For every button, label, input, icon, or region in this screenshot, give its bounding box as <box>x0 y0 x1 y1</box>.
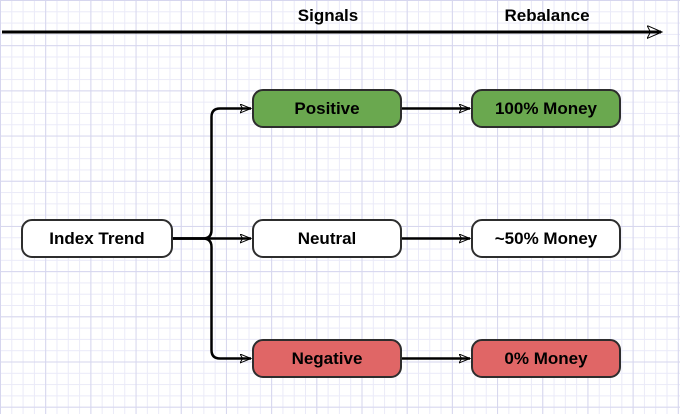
edge-indextrend-negative <box>173 237 251 359</box>
node-index-trend: Index Trend <box>21 219 173 258</box>
node-rebalance-50-money: ~50% Money <box>471 219 621 258</box>
edge-indextrend-positive <box>173 109 251 240</box>
column-header-signals: Signals <box>297 6 359 25</box>
column-header-rebalance: Rebalance <box>504 6 590 25</box>
node-rebalance-0-money: 0% Money <box>471 339 621 378</box>
node-signal-positive: Positive <box>252 89 402 128</box>
node-signal-negative: Negative <box>252 339 402 378</box>
node-rebalance-100-money: 100% Money <box>471 89 621 128</box>
node-signal-neutral: Neutral <box>252 219 402 258</box>
